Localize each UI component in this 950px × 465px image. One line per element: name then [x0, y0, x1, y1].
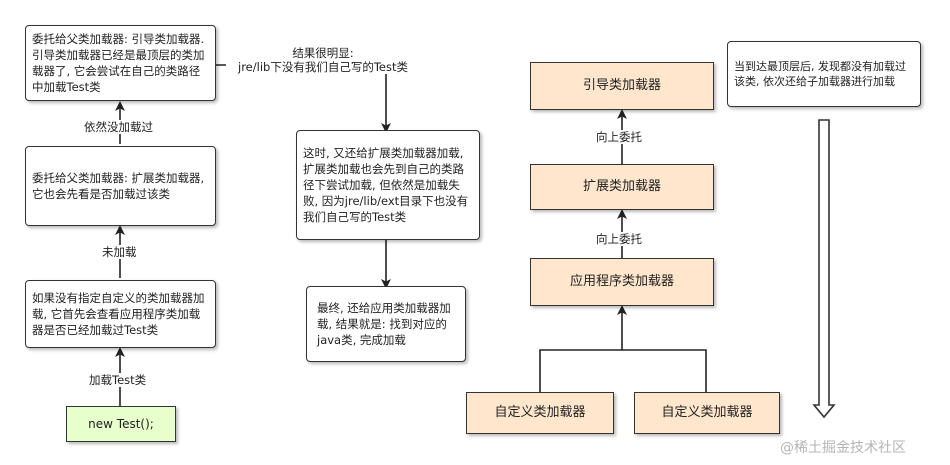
watermark: @稀土掘金技术社区: [780, 440, 906, 456]
arrow-top-to-ext: [216, 64, 391, 133]
label-not-loaded: 未加载: [100, 245, 139, 259]
label-load-test: 加载Test类: [87, 373, 149, 387]
application-loader-box: 应用程序类加载器: [530, 258, 714, 306]
extension-loader-box: 扩展类加载器: [530, 164, 714, 210]
custom-loader-box-2: 自定义类加载器: [634, 392, 780, 434]
hollow-down-arrow: [812, 119, 836, 419]
result-label-line2: jre/lib下没有我们自己写的Test类: [238, 60, 408, 74]
delegate-extension-box: 委托给父类加载器: 扩展类加载器, 它也会先看是否加载过该类: [25, 146, 216, 226]
result-label-line1: 结果很明显:: [292, 46, 354, 60]
bootstrap-loader-box: 引导类加载器: [530, 62, 714, 110]
label-up-delegate-1: 向上委托: [594, 130, 644, 144]
custom-loader-box-1: 自定义类加载器: [466, 392, 614, 434]
delegate-bootstrap-box: 委托给父类加载器: 引导类加载器. 引导类加载器已经是最顶层的类加载器了, 它会…: [25, 25, 216, 101]
final-load-box: 最终, 还给应用类加载器加载, 结果就是: 找到对应的java类, 完成加载: [306, 286, 466, 362]
result-label: 结果很明显: jre/lib下没有我们自己写的Test类: [226, 46, 420, 74]
extension-retry-box: 这时, 又还给扩展类加载器加载, 扩展类加载也会先到自己的类路径下尝试加载, 但…: [296, 130, 480, 240]
label-up-delegate-2: 向上委托: [594, 232, 644, 246]
top-reached-note: 当到达最顶层后, 发现都没有加载过该类, 依次还给子加载器进行加载: [727, 41, 921, 107]
label-still-not-loaded: 依然没加载过: [82, 120, 155, 134]
check-app-loader-box: 如果没有指定自定义的类加载器加载, 它首先会查看应用程序类加载器是否已经加载过T…: [25, 280, 216, 348]
new-test-box: new Test();: [66, 406, 176, 442]
connector-custom-2: [622, 349, 707, 392]
connector-custom-1: [539, 349, 622, 392]
